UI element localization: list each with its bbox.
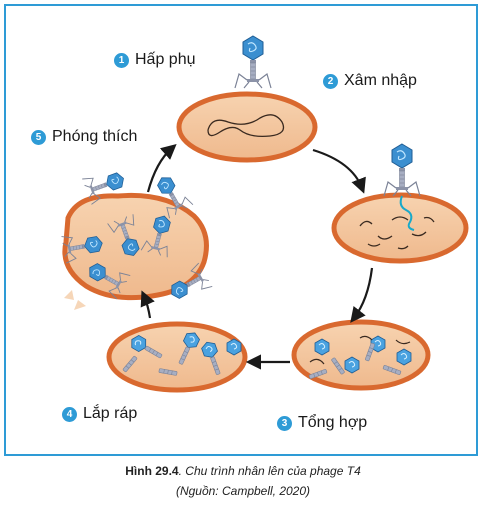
arrow-assembly-to-release — [140, 290, 155, 319]
arrow-penetrate-to-synthesis — [350, 267, 374, 323]
step-label-text: Phóng thích — [52, 128, 138, 145]
step-label-text: Hấp phụ — [135, 51, 196, 68]
figure-source-text: (Nguồn: Campbell, 2020) — [175, 484, 311, 498]
step-number-badge: 1 — [114, 52, 129, 68]
phage-injecting-icon — [383, 143, 421, 197]
cell-penetration — [331, 143, 469, 264]
arrow-release-to-attach — [146, 143, 177, 193]
cell-synthesis — [291, 319, 431, 391]
step-2-label: 2 Xâm nhập — [323, 72, 417, 90]
step-number-badge: 2 — [323, 73, 338, 89]
step-3-label: 3 Tổng hợp — [277, 414, 367, 432]
figure-caption: Hình 29.4. Chu trình nhân lên của phage … — [0, 464, 486, 478]
figure-title: . Chu trình nhân lên của phage T4 — [178, 464, 361, 478]
step-label-text: Xâm nhập — [344, 72, 417, 89]
step-number-badge: 4 — [62, 406, 77, 422]
step-number-badge: 5 — [31, 129, 46, 145]
step-1-label: 1 Hấp phụ — [114, 51, 196, 69]
phage-icon — [234, 35, 272, 89]
step-label-text: Tổng hợp — [298, 414, 368, 431]
step-number-badge: 3 — [277, 415, 292, 431]
figure-number: Hình 29.4 — [125, 464, 179, 478]
step-label-text: Lắp ráp — [83, 405, 138, 422]
step-4-label: 4 Lắp ráp — [62, 405, 137, 423]
cell-release — [61, 165, 213, 310]
arrow-attach-to-penetrate — [312, 148, 366, 194]
cell-attachment — [176, 35, 318, 163]
figure-source: (Nguồn: Campbell, 2020) — [0, 484, 486, 498]
cell-assembly — [106, 321, 248, 393]
step-5-label: 5 Phóng thích — [31, 128, 137, 146]
